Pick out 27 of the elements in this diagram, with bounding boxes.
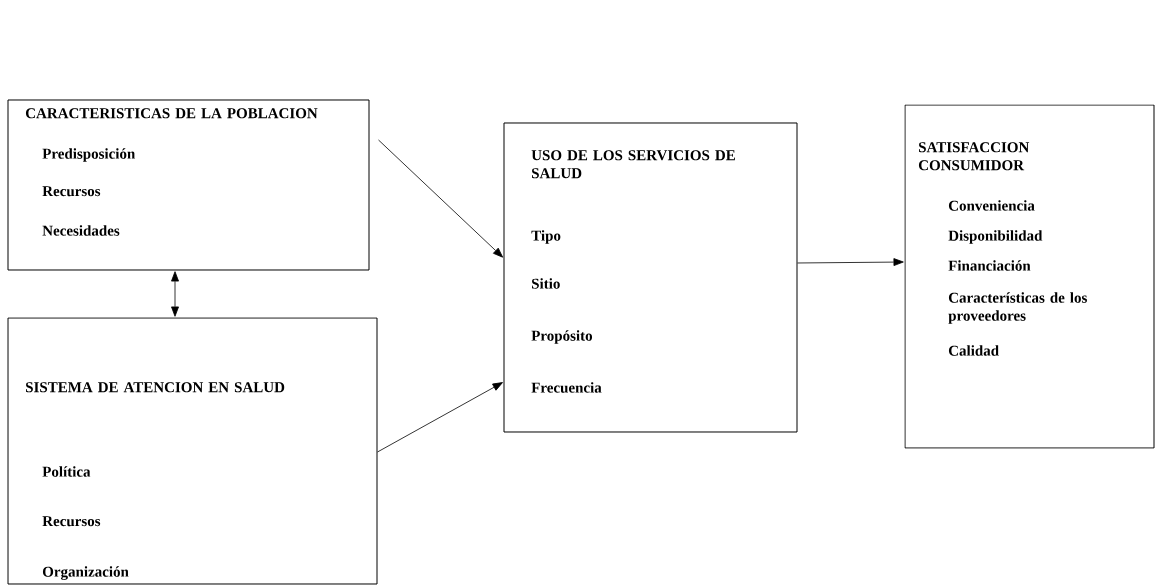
- concept-box: [904, 104, 1155, 449]
- list-item: Recursos: [42, 516, 101, 527]
- arrow: [377, 382, 503, 453]
- box-heading: USO DE LOS SERVICIOS DE SALUD: [531, 150, 735, 179]
- list-item: Características de los proveedores: [948, 292, 1087, 324]
- concept-box: [7, 317, 378, 585]
- list-item: Disponibilidad: [948, 230, 1043, 244]
- list-item: Predisposición: [42, 148, 136, 162]
- list-item: Frecuencia: [531, 382, 602, 393]
- list-item: Financiación: [948, 260, 1031, 271]
- list-item: Sitio: [532, 278, 560, 289]
- box-heading: SISTEMA DE ATENCION EN SALUD: [26, 382, 285, 393]
- arrow: [171, 271, 179, 317]
- list-item: Conveniencia: [948, 200, 1035, 211]
- list-item: Tipo: [531, 230, 561, 244]
- list-item: Organización: [42, 566, 129, 580]
- list-item: Calidad: [948, 345, 999, 356]
- box-heading: CARACTERISTICAS DE LA POBLACION: [25, 108, 318, 119]
- list-item: Política: [42, 466, 91, 477]
- concept-box: [7, 99, 370, 271]
- box-heading: SATISFACCION CONSUMIDOR: [918, 142, 1030, 171]
- arrow: [797, 258, 904, 266]
- list-item: Propósito: [531, 330, 593, 344]
- arrow: [378, 139, 504, 258]
- list-item: Necesidades: [42, 225, 120, 236]
- list-item: Recursos: [42, 186, 101, 197]
- concept-box: [503, 122, 798, 433]
